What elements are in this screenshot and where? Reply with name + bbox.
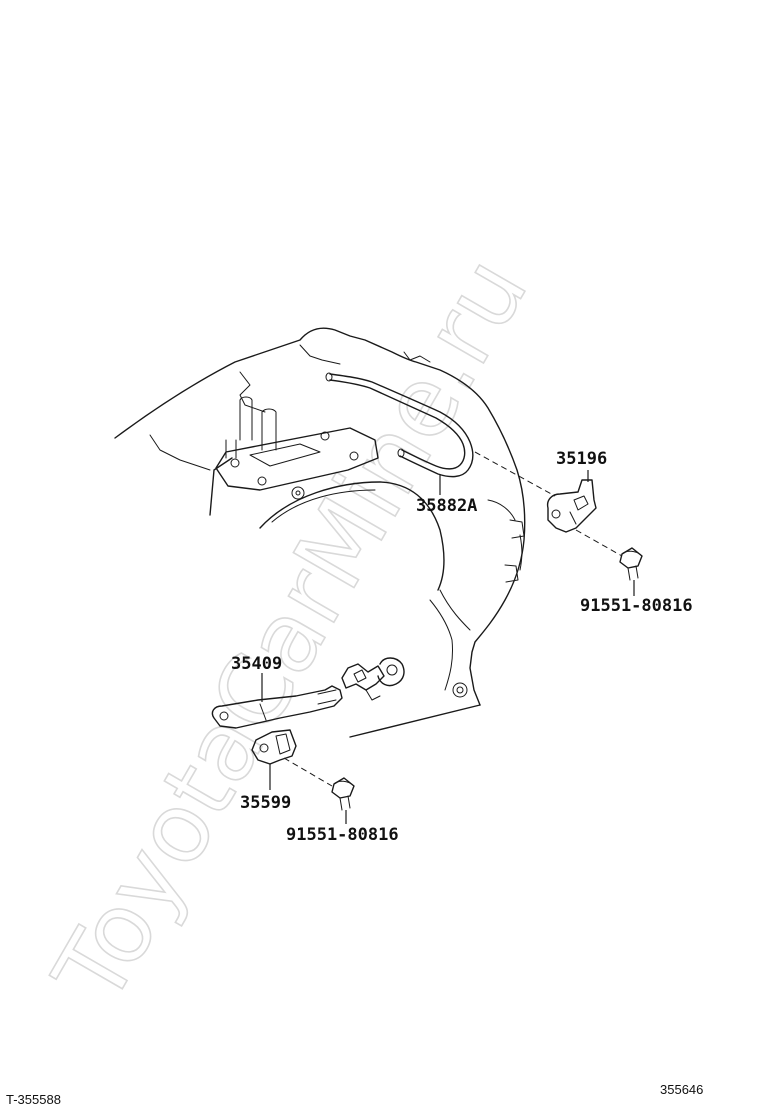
dashline-35196-top [474,451,556,497]
pipe-35882A [325,372,474,478]
bracket-35196 [546,479,597,533]
figure-code-right: 355646 [660,1082,703,1097]
transmission-housing [114,327,526,738]
dashline-35599-bolt [283,757,333,787]
bolt-91551-bottom [331,777,355,811]
label-35882A[interactable]: 35882A [416,496,477,516]
watermark: ToyotaCarMine.ru [32,238,550,1023]
lever-35409 [211,685,343,729]
dashline-35196-bolt [575,529,623,557]
label-35599[interactable]: 35599 [240,793,291,813]
label-35409[interactable]: 35409 [231,654,282,674]
figure-code-left: T-355588 [6,1092,61,1107]
detent-spring-assembly [341,657,405,701]
label-35196[interactable]: 35196 [556,449,607,469]
label-91551-80816-right[interactable]: 91551-80816 [580,596,693,616]
bracket-35599 [251,729,297,765]
watermark-text: ToyotaCarMine.ru [32,239,549,1022]
bolt-91551-right [619,547,643,581]
label-91551-80816-bottom[interactable]: 91551-80816 [286,825,399,845]
